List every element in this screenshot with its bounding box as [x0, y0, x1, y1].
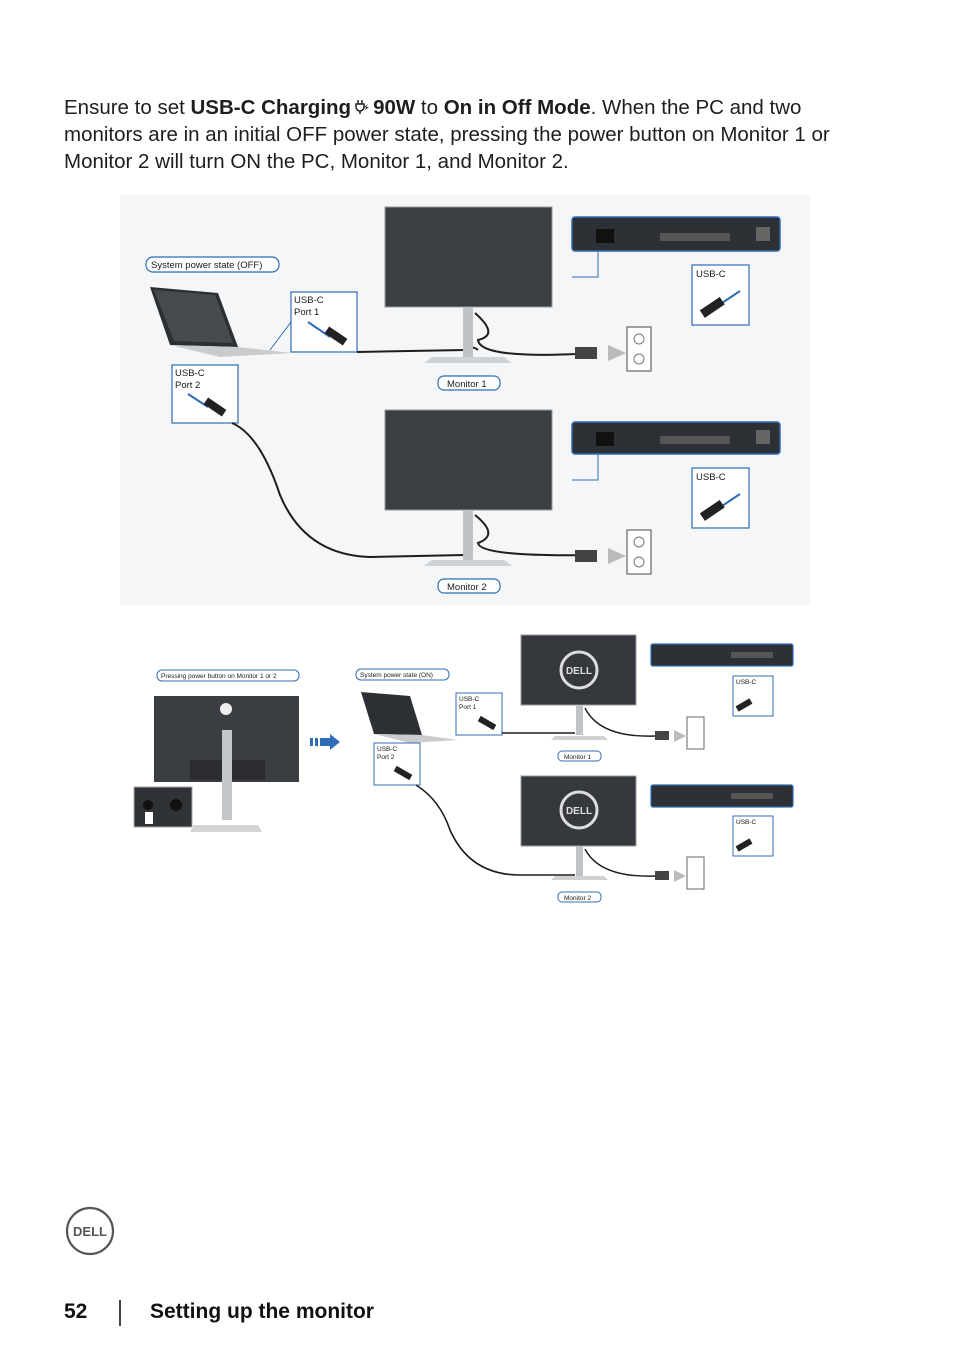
- power-button-icon: [143, 800, 153, 810]
- monitor1-label: Monitor 1: [447, 379, 487, 390]
- monitor2-label-small: Monitor 2: [564, 895, 591, 902]
- dell-logo-text: DELL: [566, 666, 592, 677]
- dell-logo-text: DELL: [566, 806, 592, 817]
- rear-usbc-label-1: USB-C: [696, 269, 726, 280]
- laptop: [150, 287, 292, 357]
- usbc-plug-icon: [307, 321, 348, 346]
- usbc-plug-icon: [187, 393, 227, 417]
- section-title: Setting up the monitor: [150, 1300, 374, 1323]
- page-number: 52: [64, 1300, 88, 1323]
- rear-usbc-label-small-2: USB-C: [736, 819, 757, 826]
- footer-divider: [119, 1300, 121, 1326]
- monitor-2-on: DELL: [520, 775, 637, 880]
- monitor1-label-small: Monitor 1: [564, 754, 591, 761]
- dell-logo-text: DELL: [73, 1224, 107, 1239]
- usbc-plug-icon: [699, 493, 741, 521]
- monitor2-label: Monitor 2: [447, 582, 487, 593]
- port1-label-line2-small: Port 1: [459, 704, 477, 711]
- port1-label-line1: USB-C: [294, 295, 324, 306]
- intro-on-in-off-mode: On in Off Mode: [443, 96, 591, 119]
- intro-text-3: . When the PC and two monitors are in an…: [64, 96, 830, 173]
- wall-outlet-icon: [686, 716, 705, 750]
- monitor-1-on: DELL: [520, 634, 637, 740]
- wall-outlet-icon: [686, 856, 705, 890]
- pressing-power-label: Pressing power button on Monitor 1 or 2: [161, 673, 277, 680]
- arrow-right-icon: [310, 734, 340, 750]
- port1-label-line1-small: USB-C: [459, 696, 480, 703]
- port2-label-line1: USB-C: [175, 368, 205, 379]
- power-plug-icon: [355, 100, 370, 114]
- intro-paragraph: Ensure to set USB-C Charging 90W to On in…: [64, 94, 854, 175]
- dell-logo: DELL: [65, 1206, 115, 1256]
- system-state-on-label: System power state (ON): [360, 672, 433, 679]
- top-connection-figure: System power state (OFF) USB-C Port 1 US…: [120, 195, 810, 605]
- system-state-off-label: System power state (OFF): [151, 260, 262, 271]
- intro-text-2: to: [415, 96, 444, 119]
- intro-text-1: Ensure to set: [64, 96, 191, 119]
- port1-label-line2: Port 1: [294, 307, 319, 318]
- monitor-back-view: [133, 696, 299, 832]
- bottom-connection-figure: Pressing power button on Monitor 1 or 2 …: [133, 634, 794, 903]
- port2-label-line1-small: USB-C: [377, 746, 398, 753]
- intro-90w: 90W: [373, 96, 416, 119]
- port2-label-line2: Port 2: [175, 380, 200, 391]
- monitor-1: [384, 206, 596, 363]
- intro-usbc-charging: USB-C Charging: [190, 96, 352, 119]
- port2-label-line2-small: Port 2: [377, 754, 395, 761]
- usbc-plug-icon: [699, 290, 741, 318]
- rear-usbc-label-small-1: USB-C: [736, 679, 757, 686]
- rear-usbc-label-2: USB-C: [696, 472, 726, 483]
- monitor-2: [384, 409, 596, 566]
